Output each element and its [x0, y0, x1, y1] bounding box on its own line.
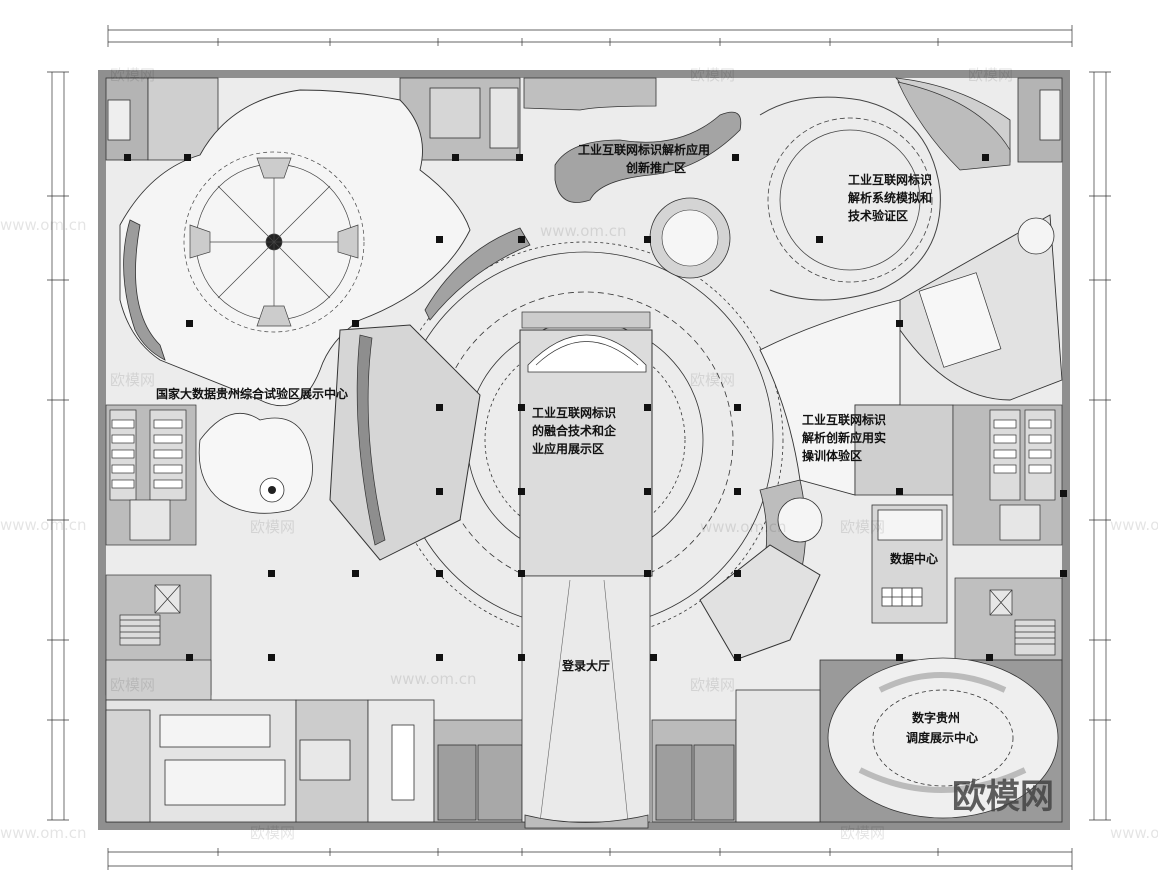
simulation-area [759, 96, 941, 301]
svg-text:欧模网: 欧模网 [840, 824, 885, 842]
round-pod [1017, 217, 1055, 255]
label-data-center: 数据中心 [890, 551, 938, 566]
innovation-blob [554, 111, 742, 203]
svg-text:www.om.cn: www.om.cn [700, 518, 787, 536]
big-data-exhibit-floor [119, 89, 471, 407]
watermark-brand-large: 欧模网 [952, 777, 1054, 817]
right-stair-block [954, 577, 1063, 661]
label-training-3: 操训体验区 [802, 448, 862, 463]
data-center-room [871, 504, 948, 624]
label-simulation-1: 工业互联网标识 [848, 172, 932, 187]
exhibit-top-bar [521, 311, 651, 329]
label-training-2: 解析创新应用实 [802, 430, 886, 445]
svg-text:欧模网: 欧模网 [690, 371, 735, 389]
left-restroom-block [105, 404, 197, 546]
radial-exhibit [183, 151, 365, 333]
label-digital-guizhou-2: 调度展示中心 [906, 730, 978, 745]
svg-text:欧模网: 欧模网 [110, 676, 155, 694]
label-fusion-2: 的融合技术和企 [532, 423, 617, 438]
svg-text:www.om.cn: www.om.cn [540, 222, 627, 240]
svg-text:欧模网: 欧模网 [690, 676, 735, 694]
lobby-corridor [521, 575, 651, 823]
bottom-right-rooms [651, 689, 821, 823]
label-big-data-center: 国家大数据贵州综合试验区展示中心 [156, 386, 348, 401]
round-table-cluster [777, 497, 823, 543]
svg-text:欧模网: 欧模网 [110, 66, 155, 84]
structural-columns [124, 154, 1067, 661]
label-training-1: 工业互联网标识 [802, 412, 886, 427]
rotunda-wing-lower-right [699, 544, 821, 661]
dispatch-center [819, 657, 1063, 823]
svg-text:www.om.cn: www.om.cn [0, 216, 87, 234]
top-corridor [523, 77, 657, 111]
label-fusion-3: 业应用展示区 [532, 441, 604, 456]
training-side-room [854, 404, 954, 496]
dimension-lines [47, 25, 1111, 870]
exhibit-arched-stage [527, 334, 647, 373]
sim-outer-edge [897, 81, 1011, 171]
svg-text:欧模网: 欧模网 [968, 66, 1013, 84]
entrance-canopy [524, 814, 649, 829]
svg-text:www.om.cn: www.om.cn [1110, 824, 1158, 842]
right-restroom-block [952, 404, 1063, 546]
big-data-curved-wall [123, 219, 166, 361]
label-app-innovation-1: 工业互联网标识解析应用 [578, 142, 710, 157]
label-app-innovation-2: 创新推广区 [625, 160, 686, 175]
svg-text:欧模网: 欧模网 [250, 518, 295, 536]
label-simulation-2: 解析系统模拟和 [848, 190, 932, 205]
zone-labels: 工业互联网标识解析应用 创新推广区 工业互联网标识 解析系统模拟和 技术验证区 … [156, 142, 978, 745]
bottom-left-offices [105, 699, 525, 823]
svg-text:www.om.cn: www.om.cn [0, 516, 87, 534]
right-exhibit-screen [918, 272, 1002, 368]
left-stair-block [105, 574, 212, 701]
svg-text:欧模网: 欧模网 [110, 371, 155, 389]
svg-text:www.om.cn: www.om.cn [0, 824, 87, 842]
label-lobby: 登录大厅 [561, 658, 610, 673]
label-fusion-1: 工业互联网标识 [532, 405, 616, 420]
label-simulation-3: 技术验证区 [848, 208, 908, 223]
rotunda-wing-left-inner [356, 334, 386, 546]
label-digital-guizhou-1: 数字贵州 [912, 710, 960, 725]
watermarks: 欧模网 欧模网 欧模网 欧模网 欧模网 欧模网 欧模网 欧模网 欧模网 欧模网 … [0, 66, 1158, 842]
svg-text:欧模网: 欧模网 [690, 66, 735, 84]
svg-text:欧模网: 欧模网 [250, 824, 295, 842]
svg-text:www.om.cn: www.om.cn [390, 670, 477, 688]
rotunda-wing-top-left [424, 227, 531, 321]
svg-text:欧模网: 欧模网 [840, 518, 885, 536]
svg-text:www.om.cn: www.om.cn [1110, 516, 1158, 534]
